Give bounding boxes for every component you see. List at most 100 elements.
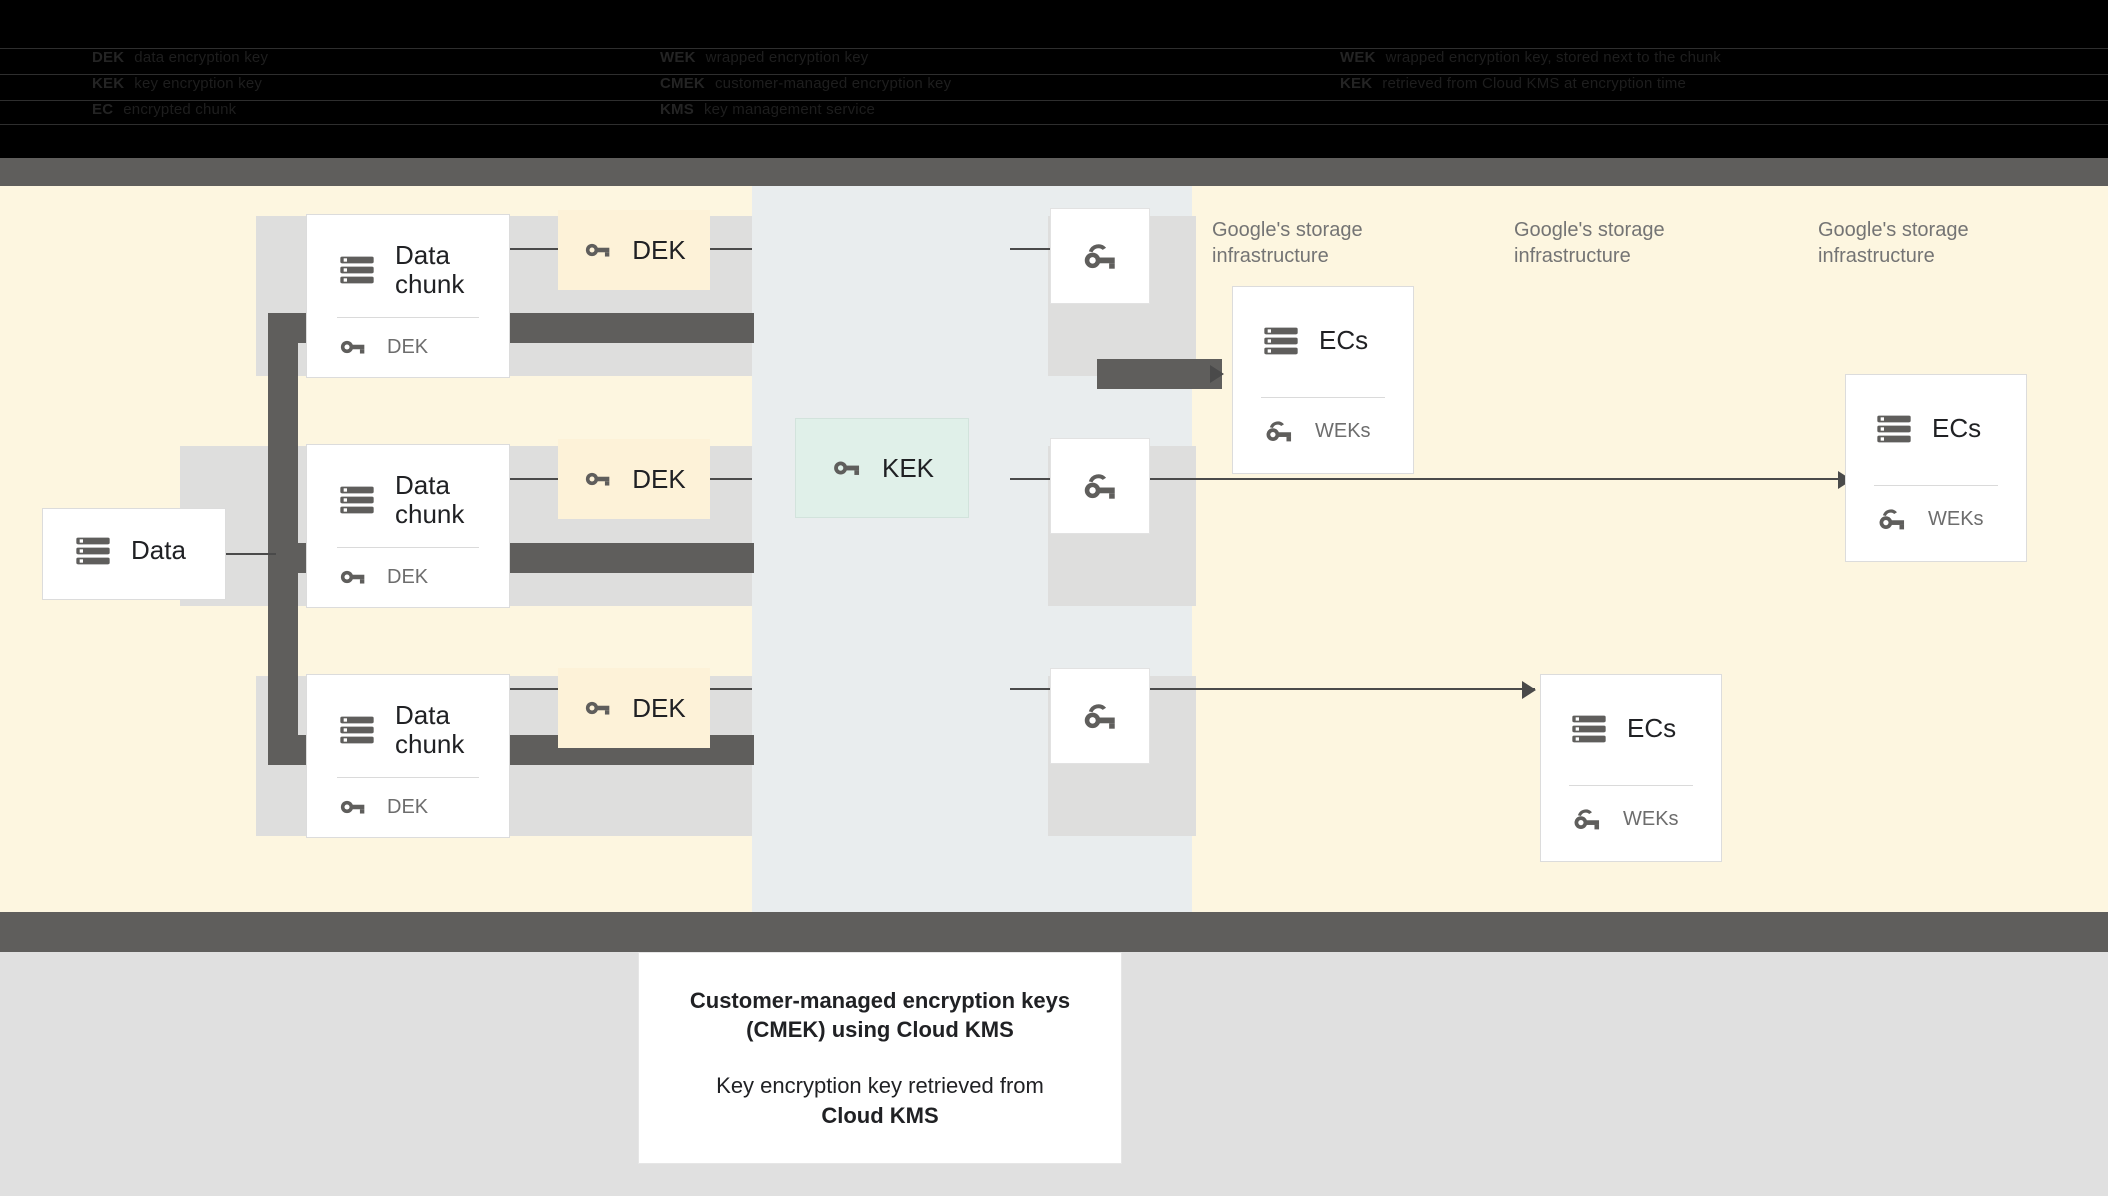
key-icon	[582, 463, 614, 495]
data-chunk-card-2: Data chunk DEK	[306, 444, 510, 608]
connector-to-wek-1	[1010, 248, 1054, 250]
data-chunk-key-label: DEK	[387, 335, 429, 358]
dek-box-3: DEK	[558, 668, 710, 748]
storage-label-1: Google's storage infrastructure	[1212, 219, 1363, 267]
data-chunk-key-label: DEK	[387, 565, 429, 588]
key-icon	[337, 791, 369, 823]
dek-label: DEK	[632, 692, 686, 723]
wrapped-key-icon	[1874, 501, 1910, 537]
legend-definition: key management service	[703, 100, 876, 118]
legend-strip: DEK data encryption key KEK key encrypti…	[0, 0, 2108, 158]
legend-entry: KEK key encryption key	[92, 70, 660, 96]
legend-term: KEK	[1340, 74, 1373, 92]
data-chunk-card-3: Data chunk DEK	[306, 674, 510, 838]
stored-ec-label: ECs	[1932, 413, 1982, 444]
caption-card: Customer-managed encryption keys (CMEK) …	[638, 952, 1122, 1164]
legend-term: KMS	[660, 100, 694, 118]
storage-icon	[337, 250, 377, 290]
kek-label: KEK	[881, 452, 935, 483]
dek-label: DEK	[632, 234, 686, 265]
stored-ec-key-label: WEKs	[1623, 807, 1679, 830]
key-icon	[830, 451, 864, 485]
connector-dek3-out	[710, 688, 752, 690]
legend-definition: wrapped encryption key	[705, 48, 869, 66]
key-icon	[337, 561, 369, 593]
connector-dek2-out	[710, 478, 752, 480]
storage-icon	[73, 531, 113, 571]
legend-entry: EC encrypted chunk	[92, 96, 660, 122]
wrapped-key-icon	[1569, 801, 1605, 837]
legend-definition: data encryption key	[134, 48, 269, 66]
storage-label-3: Google's storage infrastructure	[1818, 219, 1969, 267]
legend-term: WEK	[660, 48, 696, 66]
frame-bar-bottom	[0, 912, 2108, 952]
key-icon	[337, 331, 369, 363]
caption-body-prefix: Key encryption key retrieved from	[716, 1073, 1044, 1098]
legend-entry: CMEK customer-managed encryption key	[660, 70, 1340, 96]
connector-source-to-spine	[226, 553, 276, 555]
stored-ec-label: ECs	[1319, 325, 1369, 356]
legend-term: WEK	[1340, 48, 1376, 66]
storage-icon	[1874, 409, 1914, 449]
connector-to-wek-2	[1010, 478, 1054, 480]
data-source-card: Data	[42, 508, 226, 600]
connector-chunk3-dek3	[510, 688, 558, 690]
fanout-spine	[268, 313, 298, 765]
diagram-stage: Data Data chunk	[0, 186, 2108, 912]
arrowhead-row3	[1522, 681, 1536, 699]
legend-term: DEK	[92, 48, 125, 66]
data-chunk-card-1: Data chunk DEK	[306, 214, 510, 378]
legend-term: EC	[92, 100, 114, 118]
legend-definition: key encryption key	[134, 74, 263, 92]
storage-label-2: Google's storage infrastructure	[1514, 219, 1665, 267]
legend-entry: KMS key management service	[660, 96, 1340, 122]
stored-ec-card-2: ECs WEKs	[1540, 674, 1722, 862]
dek-label: DEK	[632, 463, 686, 494]
wrapped-key-icon	[1078, 234, 1122, 278]
wrapped-key-icon	[1261, 413, 1297, 449]
key-icon	[582, 234, 614, 266]
arrowhead-row1	[1210, 365, 1224, 383]
legend-entry: WEK wrapped encryption key, stored next …	[1340, 44, 2108, 70]
dek-box-2: DEK	[558, 439, 710, 519]
legend-term: CMEK	[660, 74, 705, 92]
legend-entry: KEK retrieved from Cloud KMS at encrypti…	[1340, 70, 2108, 96]
data-source-label: Data	[131, 535, 186, 566]
wrapped-key-icon	[1078, 694, 1122, 738]
caption-body: Key encryption key retrieved from Cloud …	[716, 1071, 1044, 1130]
legend-definition: customer-managed encryption key	[714, 74, 952, 92]
stored-ec-label: ECs	[1627, 713, 1677, 744]
wrapped-key-card-2	[1050, 438, 1150, 534]
connector-chunk2-dek2	[510, 478, 558, 480]
storage-icon	[337, 710, 377, 750]
connector-chunk1-dek1	[510, 248, 558, 250]
stored-ec-card-1: ECs WEKs	[1232, 286, 1414, 474]
legend-entry: WEK wrapped encryption key	[660, 44, 1340, 70]
legend-column-3: WEK wrapped encryption key, stored next …	[1340, 44, 2108, 124]
data-chunk-key-label: DEK	[387, 795, 429, 818]
connector-to-wek-3	[1010, 688, 1054, 690]
frame-bar-top	[0, 158, 2108, 186]
stored-ec-card-3: ECs WEKs	[1845, 374, 2027, 562]
legend-definition: wrapped encryption key, stored next to t…	[1385, 48, 1721, 66]
wrapped-key-card-3	[1050, 668, 1150, 764]
connector-dek1-out	[710, 248, 752, 250]
legend-definition: encrypted chunk	[123, 100, 237, 118]
dek-box-1: DEK	[558, 210, 710, 290]
connector-row3-to-storage	[1150, 688, 1535, 690]
data-chunk-label: Data chunk	[395, 240, 465, 300]
legend-column-2: WEK wrapped encryption key CMEK customer…	[660, 44, 1340, 124]
wrapped-key-icon	[1078, 464, 1122, 508]
storage-icon	[1569, 709, 1609, 749]
stored-ec-key-label: WEKs	[1315, 419, 1371, 442]
footer: Customer-managed encryption keys (CMEK) …	[0, 952, 2108, 1196]
data-chunk-label: Data chunk	[395, 470, 465, 530]
connector-block-row1	[1097, 359, 1222, 389]
caption-heading: Customer-managed encryption keys (CMEK) …	[689, 987, 1071, 1043]
legend-definition: retrieved from Cloud KMS at encryption t…	[1382, 74, 1686, 92]
data-chunk-label: Data chunk	[395, 700, 465, 760]
legend-column-1: DEK data encryption key KEK key encrypti…	[0, 44, 660, 124]
caption-body-strong: Cloud KMS	[821, 1102, 939, 1128]
legend-entry: DEK data encryption key	[92, 44, 660, 70]
